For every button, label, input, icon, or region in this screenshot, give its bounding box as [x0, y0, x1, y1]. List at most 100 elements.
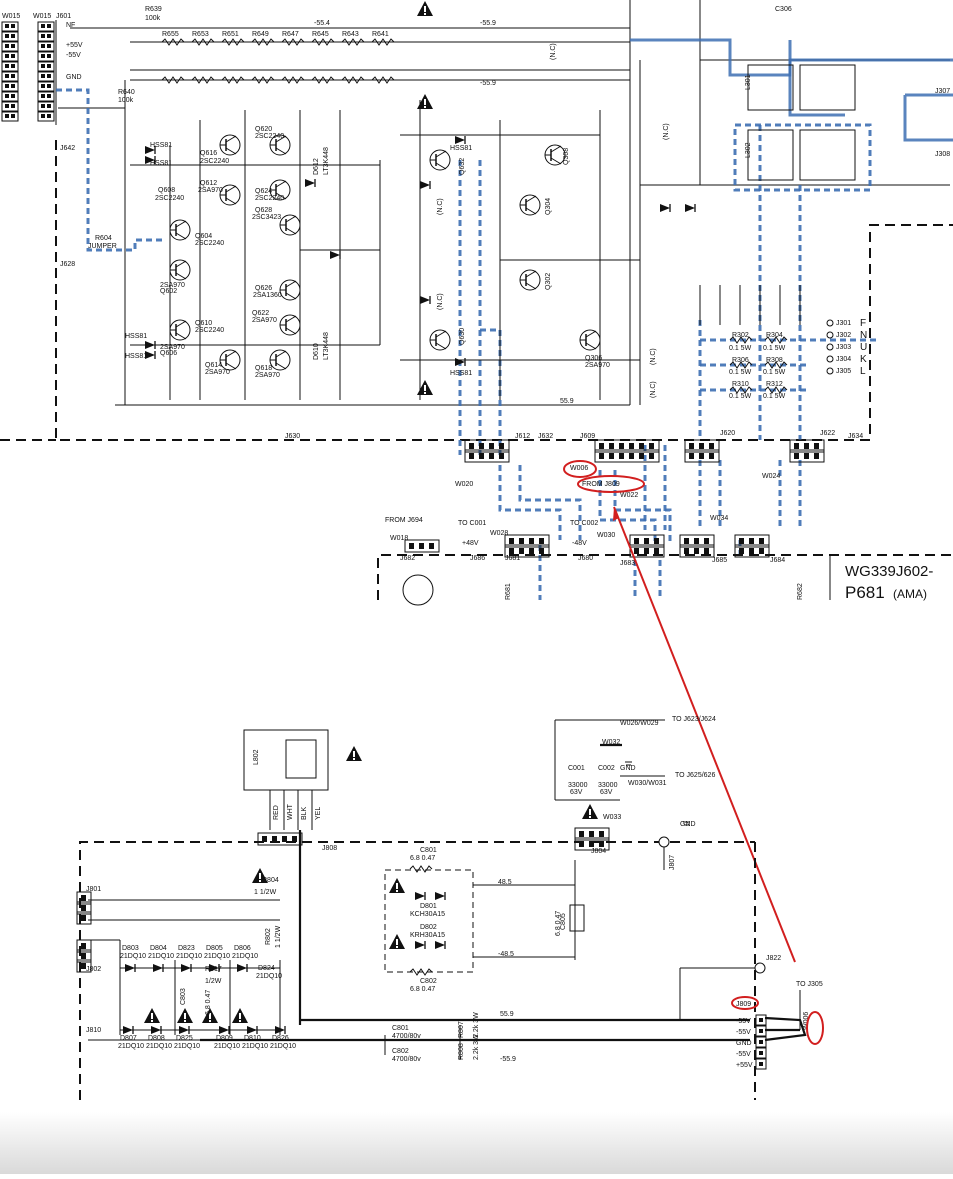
connector-pin [1, 51, 19, 62]
connector-pin [37, 61, 55, 72]
connector-pin [37, 51, 55, 62]
label-sc2240b: 2SC2240 [200, 158, 229, 165]
label-q620: Q620 [255, 126, 272, 133]
connector-pad [699, 443, 704, 449]
label-to-j623: TO J623/J624 [672, 716, 716, 723]
warning-triangle-icon [389, 934, 405, 949]
label-rv2: 0.1 5W [763, 345, 786, 352]
label-j681: J681 [505, 555, 520, 562]
label-q626: Q626 [255, 285, 272, 292]
connector-pad [759, 538, 764, 544]
annotation-line [613, 506, 796, 963]
connector-pad [429, 543, 434, 549]
connector-pad [11, 54, 15, 58]
label-j632: J632 [538, 433, 553, 440]
connector-pad [759, 1018, 763, 1022]
label-r312: R312 [766, 381, 783, 388]
label-r604: R604 [95, 235, 112, 242]
label-sa970g: 2SA970 [585, 362, 610, 369]
warning-triangle-icon [346, 746, 362, 761]
diode-part: 21DQ10 [120, 953, 146, 960]
diode-part: 21DQ10 [256, 973, 282, 980]
label-c002: C002 [598, 765, 615, 772]
label-r304: R304 [766, 332, 783, 339]
label-d612: D612 [313, 158, 320, 175]
label-d802v: KRH30A15 [410, 932, 445, 939]
label-wht: WHT [287, 803, 294, 820]
pin-label: -55V [736, 1051, 751, 1058]
label-cb802v: 4700/80v [392, 1056, 421, 1063]
label-w018: W018 [390, 535, 408, 542]
label-w034: W034 [710, 515, 728, 522]
connector-pad [499, 443, 504, 449]
diode-part: 21DQ10 [148, 953, 174, 960]
connector-pad [11, 24, 15, 28]
label-j808: J808 [322, 845, 337, 852]
transistor-symbol [544, 144, 566, 166]
connector-pin [37, 41, 55, 52]
transistor-symbol [169, 259, 191, 281]
label-v485: 48.5 [498, 879, 512, 886]
diode-part: 21DQ10 [214, 1043, 240, 1050]
connector-pad [5, 74, 9, 78]
resistor-label: R653 [192, 31, 209, 38]
transistor-symbol [219, 184, 241, 206]
connector-symbol [629, 534, 665, 548]
label-r640v: 100k [118, 97, 134, 104]
connector-pad [529, 548, 534, 554]
connector-pin [1, 61, 19, 72]
label-nc3: (N.C) [650, 348, 657, 365]
connector-symbol [734, 534, 770, 548]
warning-triangle-icon [177, 1008, 193, 1023]
diode-symbol [419, 295, 431, 305]
connector-symbol [594, 439, 660, 453]
ground-symbol [625, 761, 690, 826]
label-r808v: 2.2k 3W [473, 1034, 480, 1060]
label-q624: Q624 [255, 188, 272, 195]
connector-pad [47, 74, 51, 78]
connector-pad [579, 841, 584, 847]
connector-pad [699, 453, 704, 459]
label-nc5: (N.C) [437, 198, 444, 215]
label-gnd: GND [66, 74, 82, 81]
connector-symbol [76, 911, 92, 925]
connector-pad [684, 538, 689, 544]
label-c805v: 6.8 0.47 [555, 911, 562, 936]
connector-pad [739, 538, 744, 544]
label-j628: J628 [60, 261, 75, 268]
label-j684: J684 [770, 557, 785, 564]
lower-power-supply: L802 RED WHT BLK YEL J808 J801 J802 J810… [76, 716, 824, 1100]
connector-pad [11, 74, 15, 78]
label-w026: W026/W029 [620, 720, 659, 727]
transistor-symbol [519, 194, 541, 216]
connector-pad [694, 548, 699, 554]
connector-pad [539, 538, 544, 544]
connector-pad [47, 64, 51, 68]
label-to-j305: TO J305 [796, 981, 823, 988]
label-capv1: 33000 [568, 782, 588, 789]
connector-pad [794, 453, 799, 459]
connector-pad [479, 453, 484, 459]
label-j630: J630 [285, 433, 300, 440]
connector-pad [689, 453, 694, 459]
transistor-symbol [579, 329, 601, 351]
connector-pad [81, 953, 86, 959]
transistor-symbol [169, 219, 191, 241]
connector-pad [41, 74, 45, 78]
label-q604: Q604 [195, 233, 212, 240]
label-j804: J804 [591, 848, 606, 855]
connector-pad [81, 895, 86, 901]
pin-label: -55V [736, 1029, 751, 1036]
connector-symbol [404, 539, 440, 553]
label-j612: J612 [515, 433, 530, 440]
svg-text:F: F [860, 318, 866, 329]
connector-pad [654, 548, 659, 554]
connector-pad [282, 836, 287, 842]
connector-pin [37, 21, 55, 32]
warning-triangle-icon [232, 1008, 248, 1023]
connector-pad [469, 443, 474, 449]
label-j680: J680 [578, 555, 593, 562]
svg-text:K: K [860, 354, 867, 365]
connector-pad [619, 443, 624, 449]
